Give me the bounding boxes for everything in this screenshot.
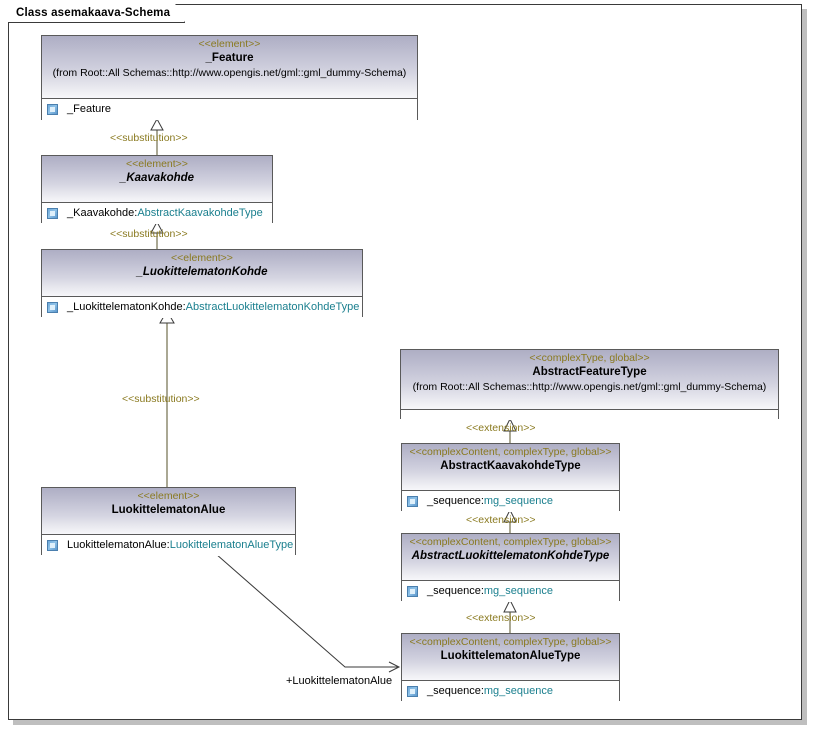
attribute-name: _sequence:: [427, 685, 484, 697]
attribute-row[interactable]: _Feature: [47, 102, 413, 117]
class-attributes: _Feature: [42, 99, 417, 120]
class-title: _Kaavakohde: [119, 172, 195, 184]
class-title: AbstractLuokittelematonKohdeType: [411, 550, 610, 562]
class-attributes: _sequence:mg_sequence: [402, 491, 619, 512]
attribute-type: AbstractLuokittelematonKohdeType: [185, 301, 360, 313]
class-stereotype: <<element>>: [171, 252, 233, 264]
class-stereotype: <<element>>: [137, 490, 200, 502]
class-attributes: _sequence:mg_sequence: [402, 581, 619, 602]
class-node-abstractluokittelematonkohdetype[interactable]: <<complexContent, complexType, global>> …: [401, 533, 620, 602]
attribute-row[interactable]: _sequence:mg_sequence: [407, 584, 615, 599]
class-stereotype: <<element>>: [198, 38, 261, 50]
attribute-icon: [407, 496, 418, 507]
attribute-icon: [407, 586, 418, 597]
class-node-abstractkaavakohdetype[interactable]: <<complexContent, complexType, global>> …: [401, 443, 620, 512]
class-node-luokittelematonalue[interactable]: <<element>> LuokittelematonAlue Luokitte…: [41, 487, 296, 556]
class-node-header: <<element>> _Kaavakohde: [42, 156, 272, 203]
edge-label-ext1: <<extension>>: [466, 422, 536, 434]
class-namespace: (from Root::All Schemas::http://www.open…: [412, 381, 767, 393]
class-attributes: _sequence:mg_sequence: [402, 681, 619, 702]
edge-label-sub1: <<substitution>>: [110, 132, 188, 144]
edge-label-sub3: <<substitution>>: [122, 393, 200, 405]
attribute-icon: [47, 302, 58, 313]
class-title: _LuokittelematonKohde: [136, 266, 268, 278]
class-attributes: _Kaavakohde:AbstractKaavakohdeType: [42, 203, 272, 224]
class-node-header: <<complexContent, complexType, global>> …: [402, 444, 619, 491]
class-node-header: <<complexType, global>> AbstractFeatureT…: [401, 350, 778, 410]
class-stereotype: <<complexContent, complexType, global>>: [409, 536, 612, 548]
attribute-type: mg_sequence: [483, 685, 553, 697]
attribute-name: LuokittelematonAlue:: [67, 539, 170, 551]
class-namespace: (from Root::All Schemas::http://www.open…: [52, 67, 407, 79]
attribute-type: AbstractKaavakohdeType: [137, 207, 263, 219]
class-title: AbstractFeatureType: [532, 366, 647, 378]
class-attributes: _LuokittelematonKohde:AbstractLuokittele…: [42, 297, 362, 318]
attribute-name: _Feature: [67, 103, 112, 115]
class-node-header: <<element>> _Feature (from Root::All Sch…: [42, 36, 417, 99]
attribute-type: LuokittelematonAlueType: [169, 539, 294, 551]
class-node-header: <<element>> LuokittelematonAlue: [42, 488, 295, 535]
attribute-row[interactable]: _LuokittelematonKohde:AbstractLuokittele…: [47, 300, 360, 315]
attribute-name: _Kaavakohde:: [67, 207, 138, 219]
class-title: _Feature: [205, 52, 254, 64]
class-node-luokittelematonaluetype[interactable]: <<complexContent, complexType, global>> …: [401, 633, 620, 702]
attribute-type: mg_sequence: [483, 585, 553, 597]
edge-label-assoc1: +LuokittelematonAlue: [286, 675, 393, 687]
attribute-row[interactable]: _sequence:mg_sequence: [407, 684, 615, 699]
class-title: AbstractKaavakohdeType: [440, 460, 581, 472]
attribute-name: _LuokittelematonKohde:: [67, 301, 186, 313]
attribute-icon: [407, 686, 418, 697]
class-node-kaavakohde[interactable]: <<element>> _Kaavakohde _Kaavakohde:Abst…: [41, 155, 273, 224]
attribute-row[interactable]: LuokittelematonAlue:LuokittelematonAlueT…: [47, 538, 294, 553]
attribute-icon: [47, 104, 58, 115]
class-node-header: <<complexContent, complexType, global>> …: [402, 534, 619, 581]
class-node-luokittelematonkohde[interactable]: <<element>> _LuokittelematonKohde _Luoki…: [41, 249, 363, 318]
class-title: LuokittelematonAlueType: [440, 650, 581, 662]
class-node-feature[interactable]: <<element>> _Feature (from Root::All Sch…: [41, 35, 418, 120]
edge-label-sub2: <<substitution>>: [110, 228, 188, 240]
attribute-name: _sequence:: [427, 585, 484, 597]
class-title: LuokittelematonAlue: [111, 504, 226, 516]
attribute-row[interactable]: _Kaavakohde:AbstractKaavakohdeType: [47, 206, 268, 221]
attribute-icon: [47, 540, 58, 551]
class-stereotype: <<element>>: [126, 158, 188, 170]
attribute-row[interactable]: _sequence:mg_sequence: [407, 494, 615, 509]
edge-label-ext3: <<extension>>: [466, 612, 536, 624]
class-node-header: <<element>> _LuokittelematonKohde: [42, 250, 362, 297]
attribute-name: _sequence:: [427, 495, 484, 507]
class-attributes: [401, 410, 778, 420]
class-stereotype: <<complexContent, complexType, global>>: [409, 446, 612, 458]
attribute-type: mg_sequence: [483, 495, 553, 507]
attribute-icon: [47, 208, 58, 219]
edge-label-ext2: <<extension>>: [466, 514, 536, 526]
class-stereotype: <<complexType, global>>: [529, 352, 650, 364]
frame-tab-label: Class asemakaava-Schema: [8, 4, 185, 23]
class-node-header: <<complexContent, complexType, global>> …: [402, 634, 619, 681]
class-node-abstractfeaturetype[interactable]: <<complexType, global>> AbstractFeatureT…: [400, 349, 779, 420]
class-stereotype: <<complexContent, complexType, global>>: [409, 636, 612, 648]
class-attributes: LuokittelematonAlue:LuokittelematonAlueT…: [42, 535, 295, 556]
